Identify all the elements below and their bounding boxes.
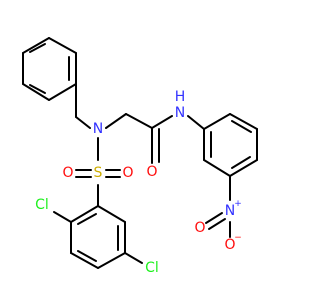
atom-o-sulfonyl-right: O (122, 165, 133, 181)
atom-cl-top: Cl (35, 197, 49, 213)
bond (229, 113, 258, 130)
atom-n-amide: N (175, 105, 185, 121)
atom-n-amine: N (93, 121, 103, 137)
bond (97, 252, 126, 269)
bond (75, 116, 91, 129)
bond (187, 115, 205, 130)
bond (125, 113, 153, 129)
bond (48, 37, 77, 54)
chemical-structure-diagram: N S O O O H N Cl Cl N + O O − (22, 37, 258, 276)
bond (22, 37, 50, 54)
atom-o-sulfonyl-left: O (62, 165, 73, 181)
atom-s: S (94, 165, 103, 181)
bond (97, 205, 126, 223)
bond (70, 252, 99, 269)
bond (53, 211, 72, 223)
charge-plus-nitro: + (234, 199, 242, 209)
bond (208, 218, 226, 230)
bond (29, 43, 46, 53)
atom-o-carbonyl: O (146, 164, 157, 180)
bond (105, 113, 127, 129)
atom-o-nitro-left: O (194, 220, 205, 236)
bond (70, 205, 99, 223)
bond (203, 159, 231, 177)
atom-o-nitro-down: O (224, 237, 235, 253)
atom-h-amide: H (175, 89, 186, 105)
bond (151, 115, 173, 129)
bond (77, 213, 97, 225)
bond (205, 212, 223, 224)
bond (231, 156, 251, 169)
atom-labels: N S O O O H N Cl Cl N + O O − (35, 89, 242, 276)
bond (124, 252, 143, 264)
atom-n-nitro: N (225, 203, 235, 219)
bond (22, 83, 50, 101)
bond (203, 113, 231, 130)
bond (229, 159, 258, 177)
atom-cl-bottom: Cl (145, 260, 159, 276)
bond (48, 83, 77, 101)
bonds (22, 37, 258, 269)
bond (29, 84, 46, 94)
bond (231, 120, 252, 133)
charge-minus-nitro: − (234, 233, 242, 243)
bond (77, 250, 97, 262)
